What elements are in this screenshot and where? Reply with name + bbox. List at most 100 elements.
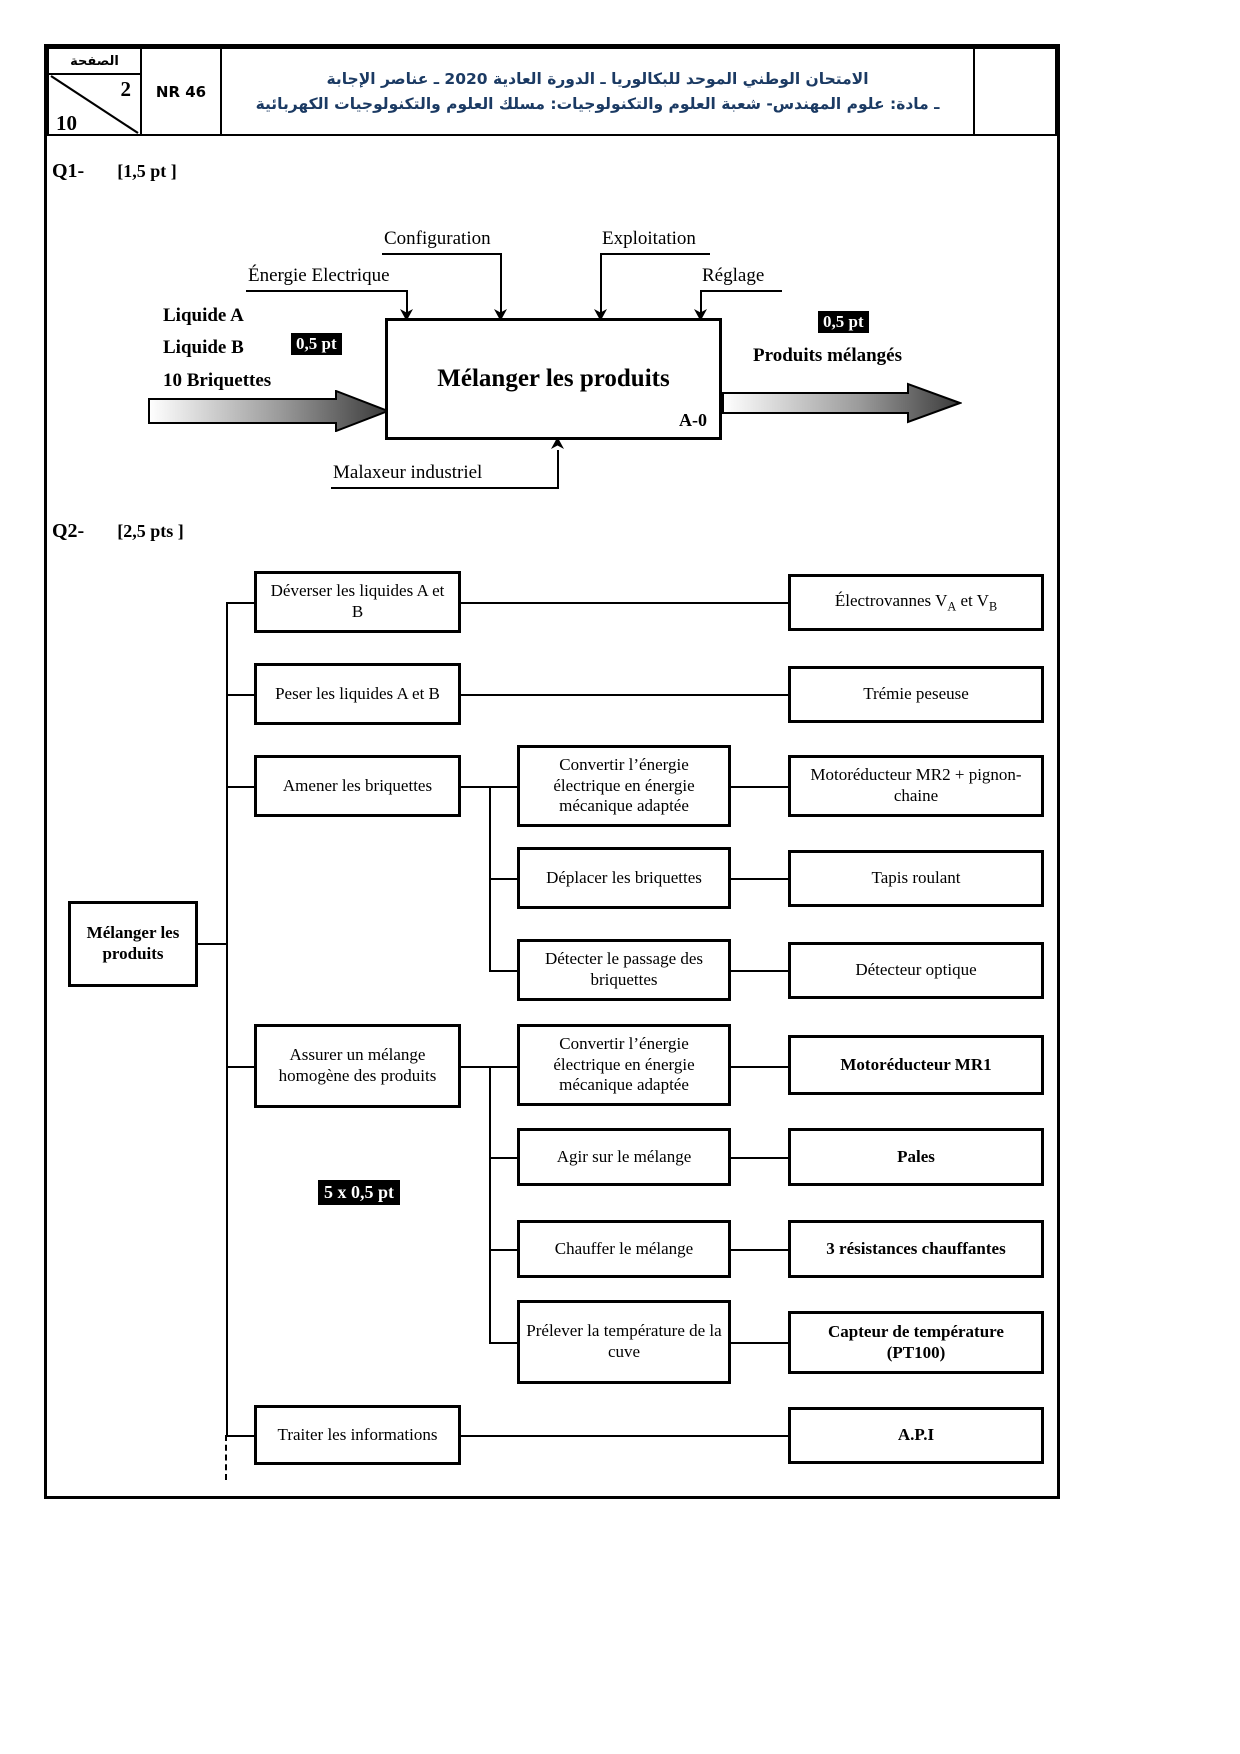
arrow-head-configuration-icon [494,309,507,321]
fast-function-box-5: Traiter les informations [254,1405,461,1465]
output-label-produits-melanges: Produits mélangés [753,345,903,366]
fast-solution-box-1: Électrovannes VA et VB [788,574,1044,631]
score-badge-output: 0,5 pt [818,311,869,333]
control-stem-energie [406,290,408,314]
fast-function-box-2: Peser les liquides A et B [254,663,461,725]
fast-function-box-4: Assurer un mélange homogène des produits [254,1024,461,1108]
fast-branch-connector-5 [226,1435,256,1437]
function-box-title: Mélanger les produits [437,365,670,392]
fast-solution-connector-3-2 [731,878,788,880]
fast-subfunction-connector-3-3 [489,970,519,972]
control-stem-reglage [700,290,702,314]
support-stem [557,450,559,487]
exam-header: الصفحة 2 10 NR 46 الامتحان الوطني الموحد… [47,47,1057,136]
fast-solution-box-2: Trémie peseuse [788,666,1044,723]
control-label-reglage: Réglage [702,265,765,286]
page-number-cell: الصفحة 2 10 [49,49,142,135]
input-label-liquide-a: Liquide A [163,305,244,326]
fast-solution-box-3-3: Détecteur optique [788,942,1044,999]
nr-code: NR 46 [142,49,222,134]
input-flow-arrow-icon [148,390,390,432]
control-label-exploitation: Exploitation [602,228,696,249]
current-page-number: 2 [120,77,132,101]
fast-solution-connector-4-3 [731,1249,788,1251]
fast-solution-label-1: Électrovannes VA et VB [834,590,998,614]
fast-solution-connector-4-1 [731,1066,788,1068]
question-1-label: Q1- [52,160,85,182]
fast-subfunction-box-3-2: Déplacer les briquettes [517,847,731,909]
support-underline [331,487,559,489]
fast-subfunction-box-4-4: Prélever la température de la cuve [517,1300,731,1384]
fast-function-box-3: Amener les briquettes [254,755,461,817]
fast-solution-connector-1 [461,602,788,604]
fast-solution-box-5: A.P.I [788,1407,1044,1464]
fast-subfunction-connector-4-4 [489,1342,519,1344]
fast-subfunction-connector-4-1 [489,1066,519,1068]
control-stem-configuration [500,253,502,314]
output-flow-arrow-icon [722,382,962,424]
fast-solution-box-4-2: Pales [788,1128,1044,1186]
support-label-malaxeur: Malaxeur industriel [333,462,483,483]
question-1-heading: Q1- [1,5 pt ] [52,160,177,183]
fast-subfunction-box-3-3: Détecter le passage des briquettes [517,939,731,1001]
input-label-liquide-b: Liquide B [163,337,244,358]
fast-subfunction-box-4-2: Agir sur le mélange [517,1128,731,1186]
fast-branch-connector-4 [226,1066,256,1068]
fast-subfunction-connector-3-1 [489,786,519,788]
question-2-points: [2,5 pts ] [117,521,184,541]
arrow-head-exploitation-icon [594,309,607,321]
exam-title-line-2: ـ مادة: علوم المهندس- شعبة العلوم والتكن… [255,94,940,113]
control-stem-exploitation [600,253,602,314]
exam-title-line-1: الامتحان الوطني الموحد للبكالوريا ـ الدو… [326,70,869,89]
fast-subfunction-box-3-1: Convertir l’énergie électrique en énergi… [517,745,731,827]
exam-title-cell: الامتحان الوطني الموحد للبكالوريا ـ الدو… [222,49,975,134]
diagonal-slash-icon [50,75,139,134]
control-underline-configuration [382,253,502,255]
fast-root-connector [198,943,228,945]
page-fraction: 2 10 [49,75,140,135]
question-2-heading: Q2- [2,5 pts ] [52,520,184,543]
fast-root-box: Mélanger les produits [68,901,198,987]
fast-subtrunk-connector-4 [461,1066,491,1068]
control-label-energie-electrique: Énergie Electrique [248,265,390,286]
control-underline-energie [246,290,408,292]
fast-solution-connector-2 [461,694,788,696]
fast-function-box-1: Déverser les liquides A et B [254,571,461,633]
fast-solution-connector-3-3 [731,970,788,972]
fast-solution-box-4-4: Capteur de température (PT100) [788,1311,1044,1374]
fast-solution-box-4-1: Motoréducteur MR1 [788,1035,1044,1095]
page-label: الصفحة [49,49,140,75]
total-page-number: 10 [56,111,77,135]
fast-subtrunk-line-4 [489,1066,491,1342]
fast-subfunction-connector-4-3 [489,1249,519,1251]
control-label-configuration: Configuration [384,228,491,249]
question-1-points: [1,5 pt ] [117,161,177,181]
question-2-label: Q2- [52,520,85,542]
control-underline-reglage [700,290,782,292]
arrow-head-reglage-icon [694,309,707,321]
fast-solution-connector-4-2 [731,1157,788,1159]
function-box-a0: Mélanger les produits A-0 [385,318,722,440]
input-label-briquettes: 10 Briquettes [163,370,272,391]
fast-branch-connector-2 [226,694,256,696]
page-border [44,44,1060,1499]
fast-branch-connector-1 [226,602,256,604]
fast-solution-connector-3-1 [731,786,788,788]
arrow-head-support-icon [551,437,564,449]
fast-subfunction-box-4-3: Chauffer le mélange [517,1220,731,1278]
fast-subfunction-connector-4-2 [489,1157,519,1159]
fast-solution-connector-5 [461,1435,788,1437]
fast-solution-box-3-2: Tapis roulant [788,850,1044,907]
fast-subtrunk-connector-3 [461,786,491,788]
fast-solution-connector-4-4 [731,1342,788,1344]
fast-subfunction-box-4-1: Convertir l’énergie électrique en énergi… [517,1024,731,1106]
fast-trunk-dashed-end [225,1435,227,1480]
header-empty-cell [975,49,1055,134]
arrow-head-energie-icon [400,309,413,321]
fast-subfunction-connector-3-2 [489,878,519,880]
score-badge-fast: 5 x 0,5 pt [318,1180,401,1205]
fast-trunk-line [226,602,228,1435]
control-underline-exploitation [600,253,710,255]
function-box-ref: A-0 [679,410,707,430]
fast-branch-connector-3 [226,786,256,788]
